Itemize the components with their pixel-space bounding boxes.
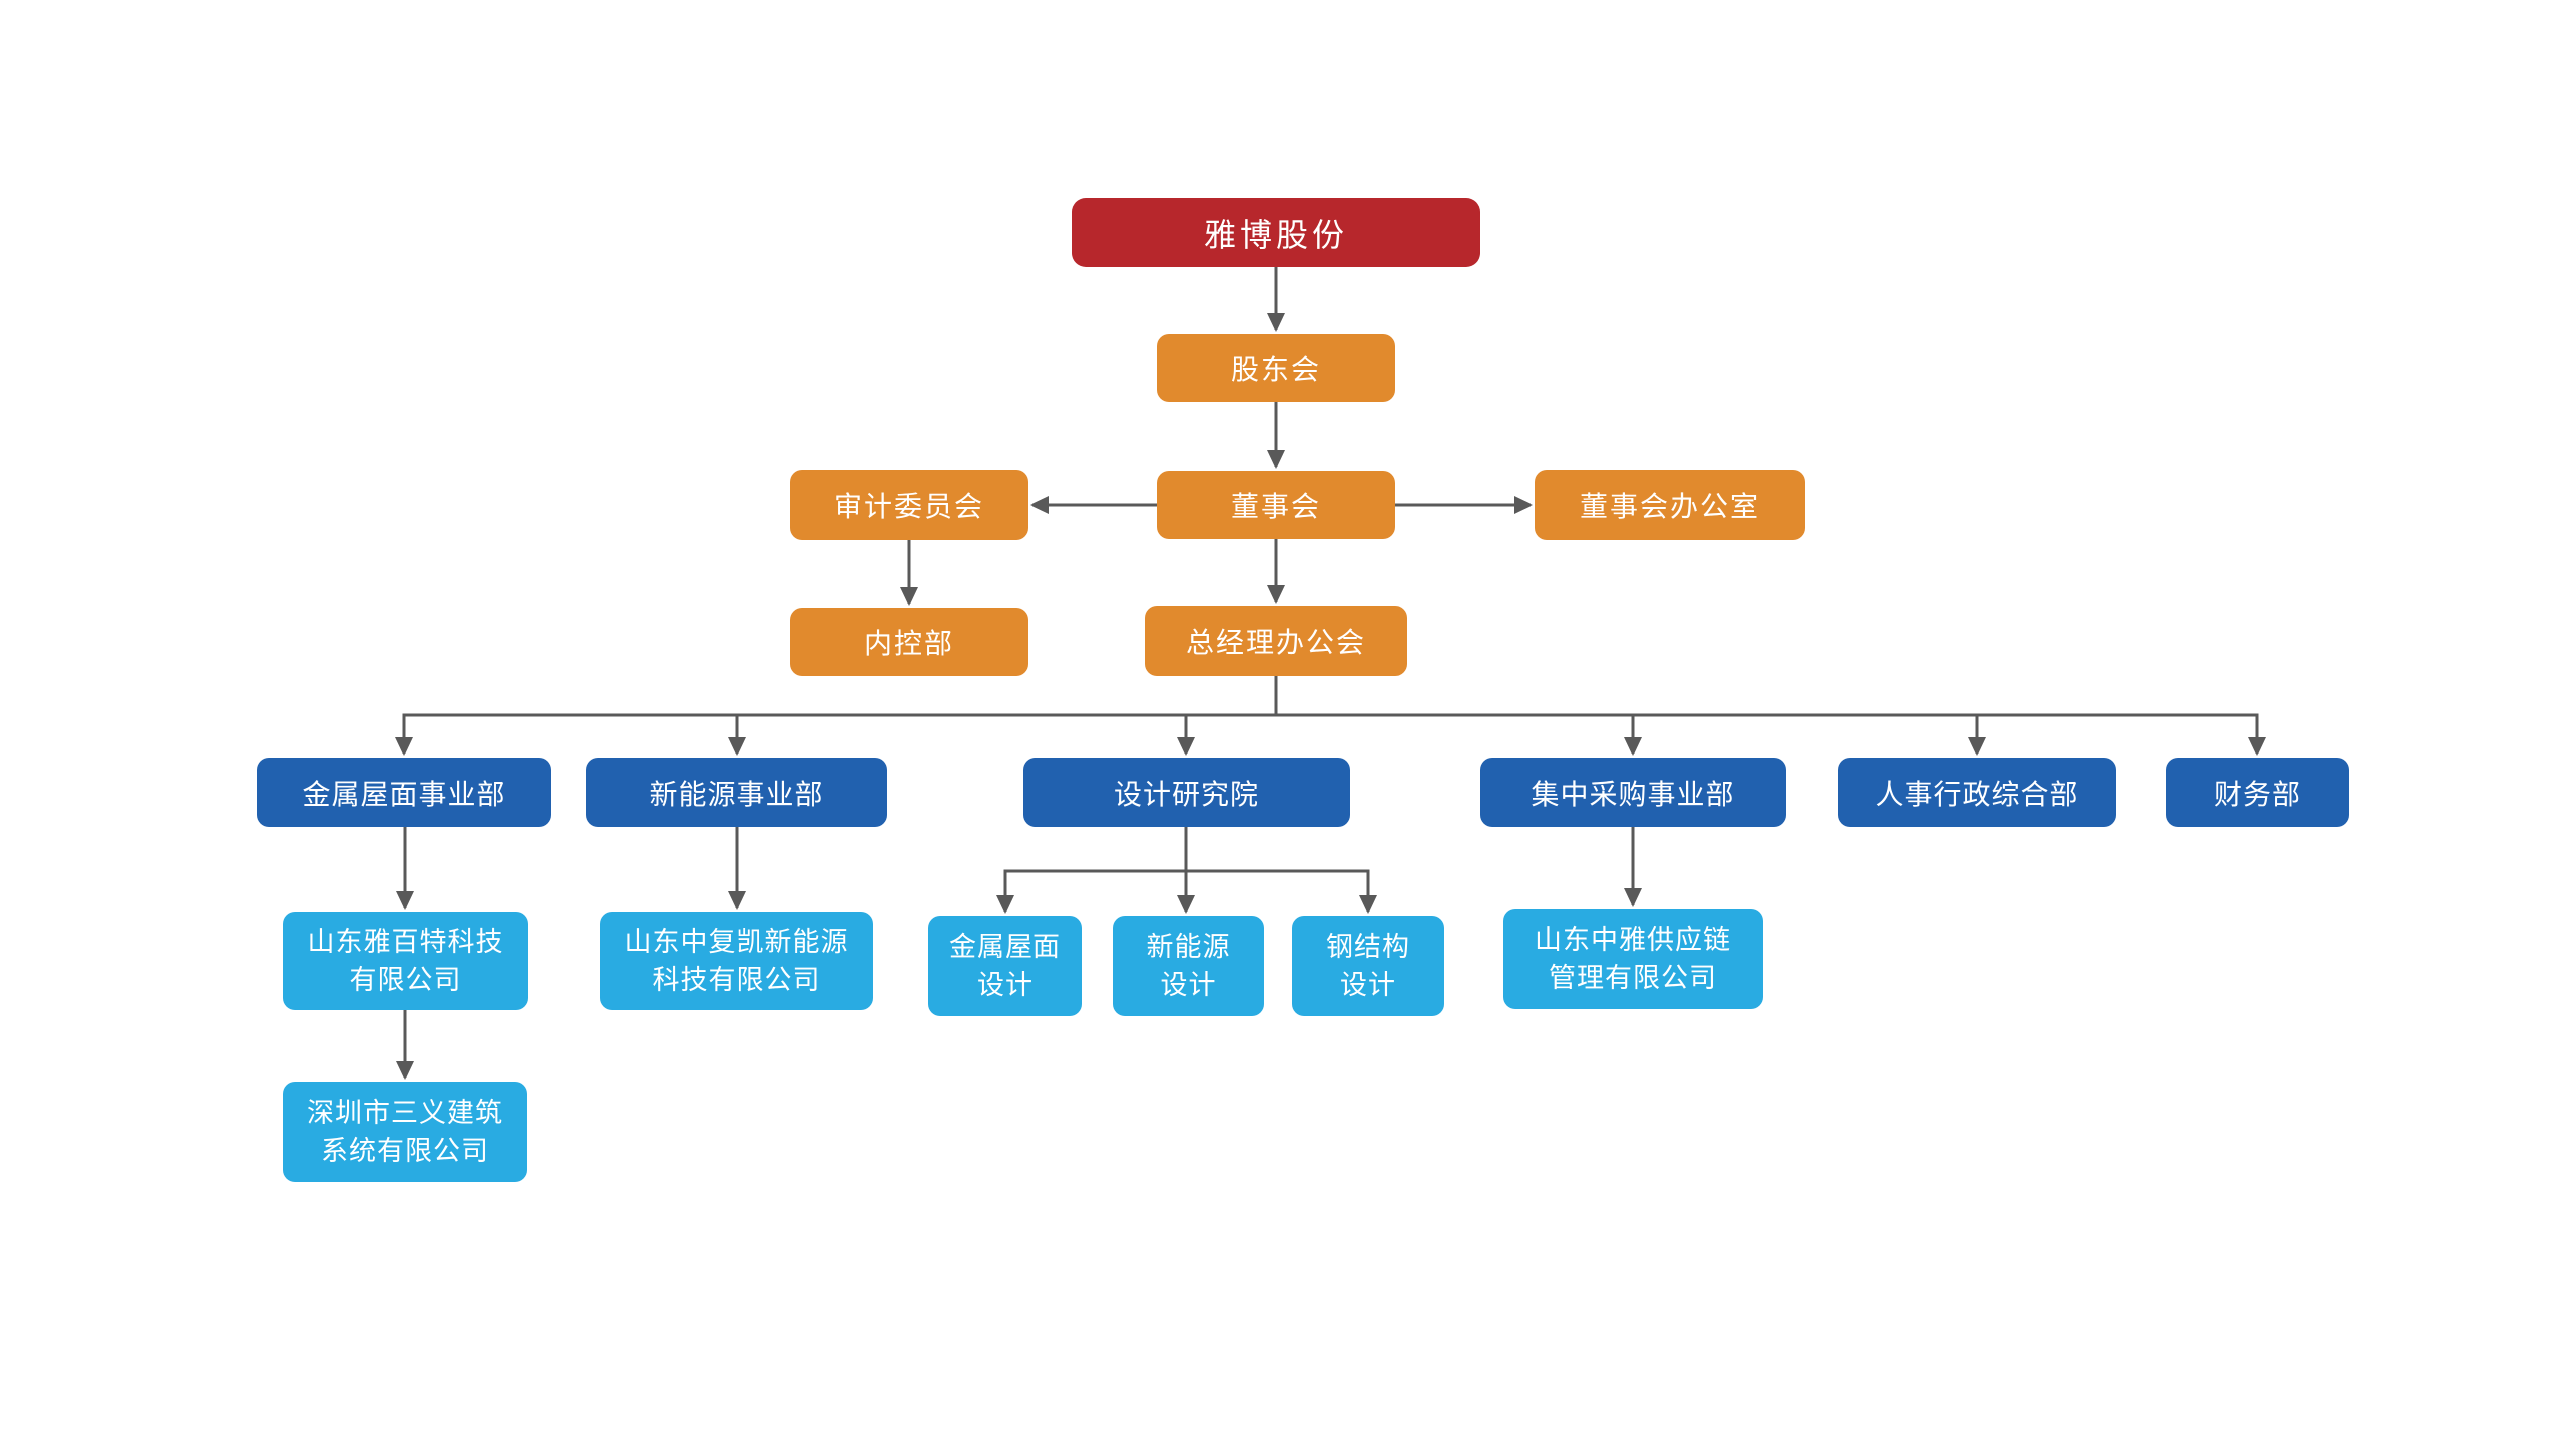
node-board-office: 董事会办公室: [1535, 470, 1805, 540]
node-new-energy-division: 新能源事业部: [586, 758, 887, 827]
node-shandong-zhongfukai: 山东中复凯新能源 科技有限公司: [600, 912, 873, 1010]
node-finance-dept: 财务部: [2166, 758, 2349, 827]
node-internal-control-dept: 内控部: [790, 608, 1028, 676]
node-new-energy-design: 新能源 设计: [1113, 916, 1264, 1016]
node-steel-structure-design: 钢结构 设计: [1292, 916, 1444, 1016]
node-gm-office-meeting: 总经理办公会: [1145, 606, 1407, 676]
node-design-research-institute: 设计研究院: [1023, 758, 1350, 827]
node-shareholders-meeting: 股东会: [1157, 334, 1395, 402]
node-yabo-holdings: 雅博股份: [1072, 198, 1480, 267]
node-shandong-zhongya: 山东中雅供应链 管理有限公司: [1503, 909, 1763, 1009]
node-metal-roofing-division: 金属屋面事业部: [257, 758, 551, 827]
node-shandong-yabaite: 山东雅百特科技 有限公司: [283, 912, 528, 1010]
node-board-of-directors: 董事会: [1157, 471, 1395, 539]
node-metal-roof-design: 金属屋面 设计: [928, 916, 1082, 1016]
node-central-procurement-division: 集中采购事业部: [1480, 758, 1786, 827]
node-hr-admin-dept: 人事行政综合部: [1838, 758, 2116, 827]
node-shenzhen-sanyi: 深圳市三义建筑 系统有限公司: [283, 1082, 527, 1182]
node-audit-committee: 审计委员会: [790, 470, 1028, 540]
